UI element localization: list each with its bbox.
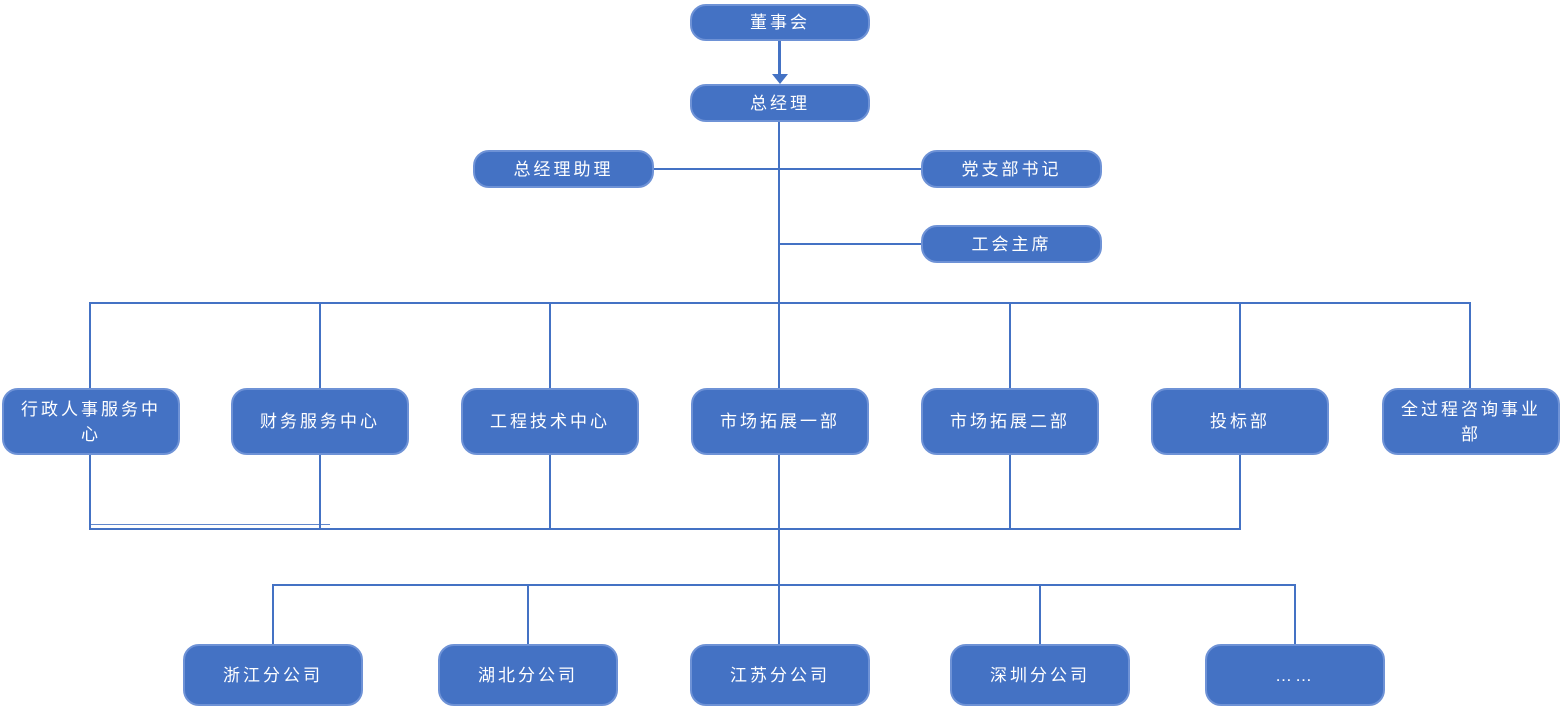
node-branch-zhejiang: 浙江分公司 (183, 644, 363, 706)
connector-sub-dept-1 (89, 455, 91, 530)
connector-drop-branch-1 (272, 585, 274, 644)
node-dept-whole-process-consulting: 全过程咨询事业部 (1382, 388, 1560, 455)
node-branch-jiangsu: 江苏分公司 (690, 644, 870, 706)
node-label: 总经理助理 (513, 159, 614, 179)
node-label: 行政人事服务中心 (21, 399, 161, 444)
connector-bus-overlap (90, 524, 330, 525)
node-branch-shenzhen: 深圳分公司 (950, 644, 1130, 706)
node-dept-admin-hr-center: 行政人事服务中心 (2, 388, 180, 455)
node-gm-assistant: 总经理助理 (473, 150, 654, 188)
connector-department-bus-bottom (89, 528, 1241, 530)
node-dept-bidding: 投标部 (1151, 388, 1329, 455)
connector-sub-dept-4 (778, 455, 780, 530)
node-label: 市场拓展一部 (720, 412, 840, 431)
node-dept-market-expansion-2: 市场拓展二部 (921, 388, 1099, 455)
node-label: 工程技术中心 (490, 412, 610, 431)
node-board-of-directors: 董事会 (690, 4, 870, 41)
connector-drop-branch-2 (527, 585, 529, 644)
connector-gm-assistant (654, 168, 922, 170)
node-label: 总经理 (750, 93, 810, 113)
node-label: 深圳分公司 (990, 665, 1090, 685)
node-dept-finance-center: 财务服务中心 (231, 388, 409, 455)
connector-branch-bus (272, 584, 1296, 586)
node-label: 浙江分公司 (223, 665, 323, 685)
connector-department-bus-top (89, 302, 1471, 304)
connector-drop-branch-5 (1294, 585, 1296, 644)
connector-sub-dept-5 (1009, 455, 1011, 530)
node-label: 市场拓展二部 (950, 412, 1070, 431)
node-general-manager: 总经理 (690, 84, 870, 122)
connector-sub-dept-2 (319, 455, 321, 530)
connector-drop-dept-5 (1009, 303, 1011, 389)
connector-board-to-gm (778, 41, 781, 76)
node-label: 财务服务中心 (260, 412, 380, 431)
connector-trunk-top (778, 122, 780, 389)
node-label: 江苏分公司 (730, 665, 830, 685)
node-dept-market-expansion-1: 市场拓展一部 (691, 388, 869, 455)
connector-drop-dept-3 (549, 303, 551, 389)
connector-drop-dept-1 (89, 303, 91, 389)
connector-drop-branch-3 (778, 585, 780, 644)
node-label: 工会主席 (971, 234, 1052, 254)
node-branch-hubei: 湖北分公司 (438, 644, 618, 706)
connector-drop-dept-2 (319, 303, 321, 389)
node-label: …… (1275, 665, 1315, 685)
connector-trunk-bottom (778, 528, 780, 586)
node-label: 党支部书记 (961, 159, 1062, 179)
node-label: 全过程咨询事业部 (1401, 399, 1541, 444)
node-union-chairman: 工会主席 (921, 225, 1102, 263)
node-label: 投标部 (1210, 412, 1270, 431)
node-branch-ellipsis: …… (1205, 644, 1385, 706)
connector-drop-dept-7 (1469, 303, 1471, 389)
node-label: 董事会 (750, 13, 810, 32)
connector-sub-dept-3 (549, 455, 551, 530)
node-label: 湖北分公司 (478, 665, 578, 685)
connector-sub-dept-6 (1239, 455, 1241, 530)
arrowhead-down-icon (772, 74, 788, 84)
node-dept-engineering-center: 工程技术中心 (461, 388, 639, 455)
connector-drop-branch-4 (1039, 585, 1041, 644)
connector-drop-dept-6 (1239, 303, 1241, 389)
connector-union-chairman (779, 243, 922, 245)
node-party-branch-secretary: 党支部书记 (921, 150, 1102, 188)
